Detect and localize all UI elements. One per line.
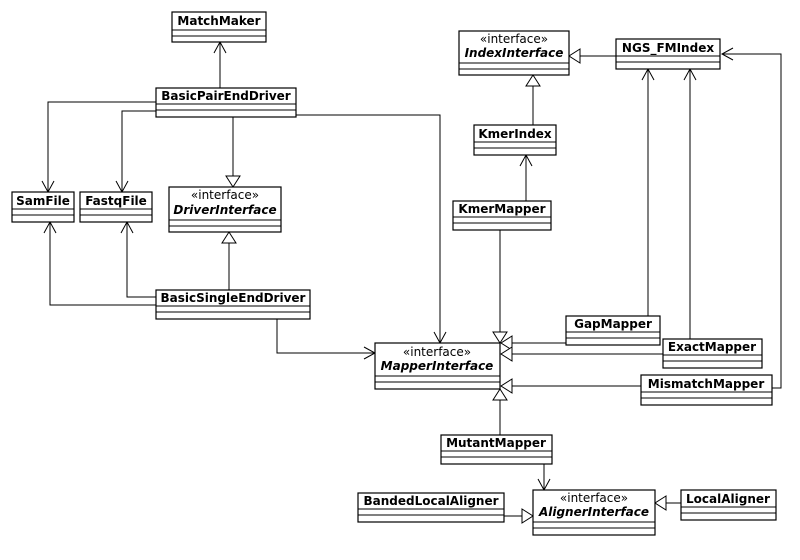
class-gap-mapper: GapMapper <box>565 315 661 346</box>
arrowhead-mapperinterface-3 <box>492 331 508 344</box>
class-basic-single-end-driver: BasicSingleEndDriver <box>155 289 311 320</box>
class-name-kmer-index: KmerIndex <box>478 127 552 141</box>
class-mapper-interface: «interface» MapperInterface <box>374 342 501 390</box>
class-index-interface: «interface» IndexInterface <box>458 30 570 76</box>
class-name-local-aligner: LocalAligner <box>686 492 770 506</box>
stereotype-mapper-interface: «interface» <box>403 345 471 359</box>
class-name-exact-mapper: ExactMapper <box>668 340 756 354</box>
class-aligner-interface: «interface» AlignerInterface <box>532 489 656 536</box>
edges <box>41 40 782 524</box>
edge-mismatchmapper-to-fmindex <box>722 53 782 389</box>
class-name-basic-single-end-driver: BasicSingleEndDriver <box>161 291 306 305</box>
arrowhead-indexinterface-2 <box>525 74 541 87</box>
class-name-samfile: SamFile <box>16 194 70 208</box>
class-banded-local-aligner: BandedLocalAligner <box>357 492 505 523</box>
class-name-fastqfile: FastqFile <box>85 194 147 208</box>
edge-singleend-to-mapperinterface <box>276 319 375 354</box>
edge-pairend-to-fastq <box>121 110 156 192</box>
stereotype-driver-interface: «interface» <box>191 188 259 202</box>
arrowhead-alignerinterface-2 <box>521 508 534 524</box>
class-local-aligner: LocalAligner <box>680 489 777 521</box>
arrowhead-fmindex-3 <box>720 47 734 61</box>
edge-pairend-to-samfile <box>47 101 156 192</box>
arrowhead-mapperinterface-5 <box>500 346 513 362</box>
class-name-matchmaker: MatchMaker <box>177 14 260 28</box>
edge-singleend-to-fastq <box>126 222 156 298</box>
class-matchmaker: MatchMaker <box>171 11 267 43</box>
arrowhead-alignerinterface-3 <box>654 495 667 511</box>
stereotype-index-interface: «interface» <box>480 32 548 46</box>
edge-pairend-to-mapperinterface <box>296 114 441 343</box>
class-mismatch-mapper: MismatchMapper <box>640 374 773 406</box>
class-driver-interface: «interface» DriverInterface <box>168 186 282 233</box>
stereotype-aligner-interface: «interface» <box>560 491 628 505</box>
class-exact-mapper: ExactMapper <box>662 338 763 369</box>
arrowhead-mapperinterface-6 <box>500 378 513 394</box>
class-name-gap-mapper: GapMapper <box>574 317 652 331</box>
class-mutant-mapper: MutantMapper <box>440 434 553 465</box>
arrowhead-indexinterface-1 <box>568 48 581 64</box>
arrowhead-mapperinterface-4 <box>500 335 513 351</box>
arrowhead-driverinterface-1 <box>225 175 241 188</box>
class-name-basic-pair-end-driver: BasicPairEndDriver <box>161 89 290 103</box>
class-name-driver-interface: DriverInterface <box>173 203 276 217</box>
class-name-ngs-fmindex: NGS_FMIndex <box>622 41 714 56</box>
class-samfile: SamFile <box>11 191 75 223</box>
arrowhead-driverinterface-2 <box>221 231 237 244</box>
class-name-mutant-mapper: MutantMapper <box>446 436 546 450</box>
class-kmer-mapper: KmerMapper <box>452 200 552 231</box>
class-name-kmer-mapper: KmerMapper <box>458 202 545 216</box>
class-name-banded-local-aligner: BandedLocalAligner <box>363 494 498 508</box>
class-basic-pair-end-driver: BasicPairEndDriver <box>155 87 297 118</box>
class-ngs-fmindex: NGS_FMIndex <box>615 38 721 70</box>
class-kmer-index: KmerIndex <box>473 124 557 156</box>
class-name-mismatch-mapper: MismatchMapper <box>648 377 765 391</box>
class-name-mapper-interface: MapperInterface <box>381 359 494 373</box>
class-name-aligner-interface: AlignerInterface <box>538 505 649 519</box>
class-name-index-interface: IndexInterface <box>465 46 564 60</box>
class-fastqfile: FastqFile <box>79 191 153 223</box>
arrowhead-mapperinterface-7 <box>492 388 508 401</box>
edge-singleend-to-samfile <box>49 222 156 306</box>
